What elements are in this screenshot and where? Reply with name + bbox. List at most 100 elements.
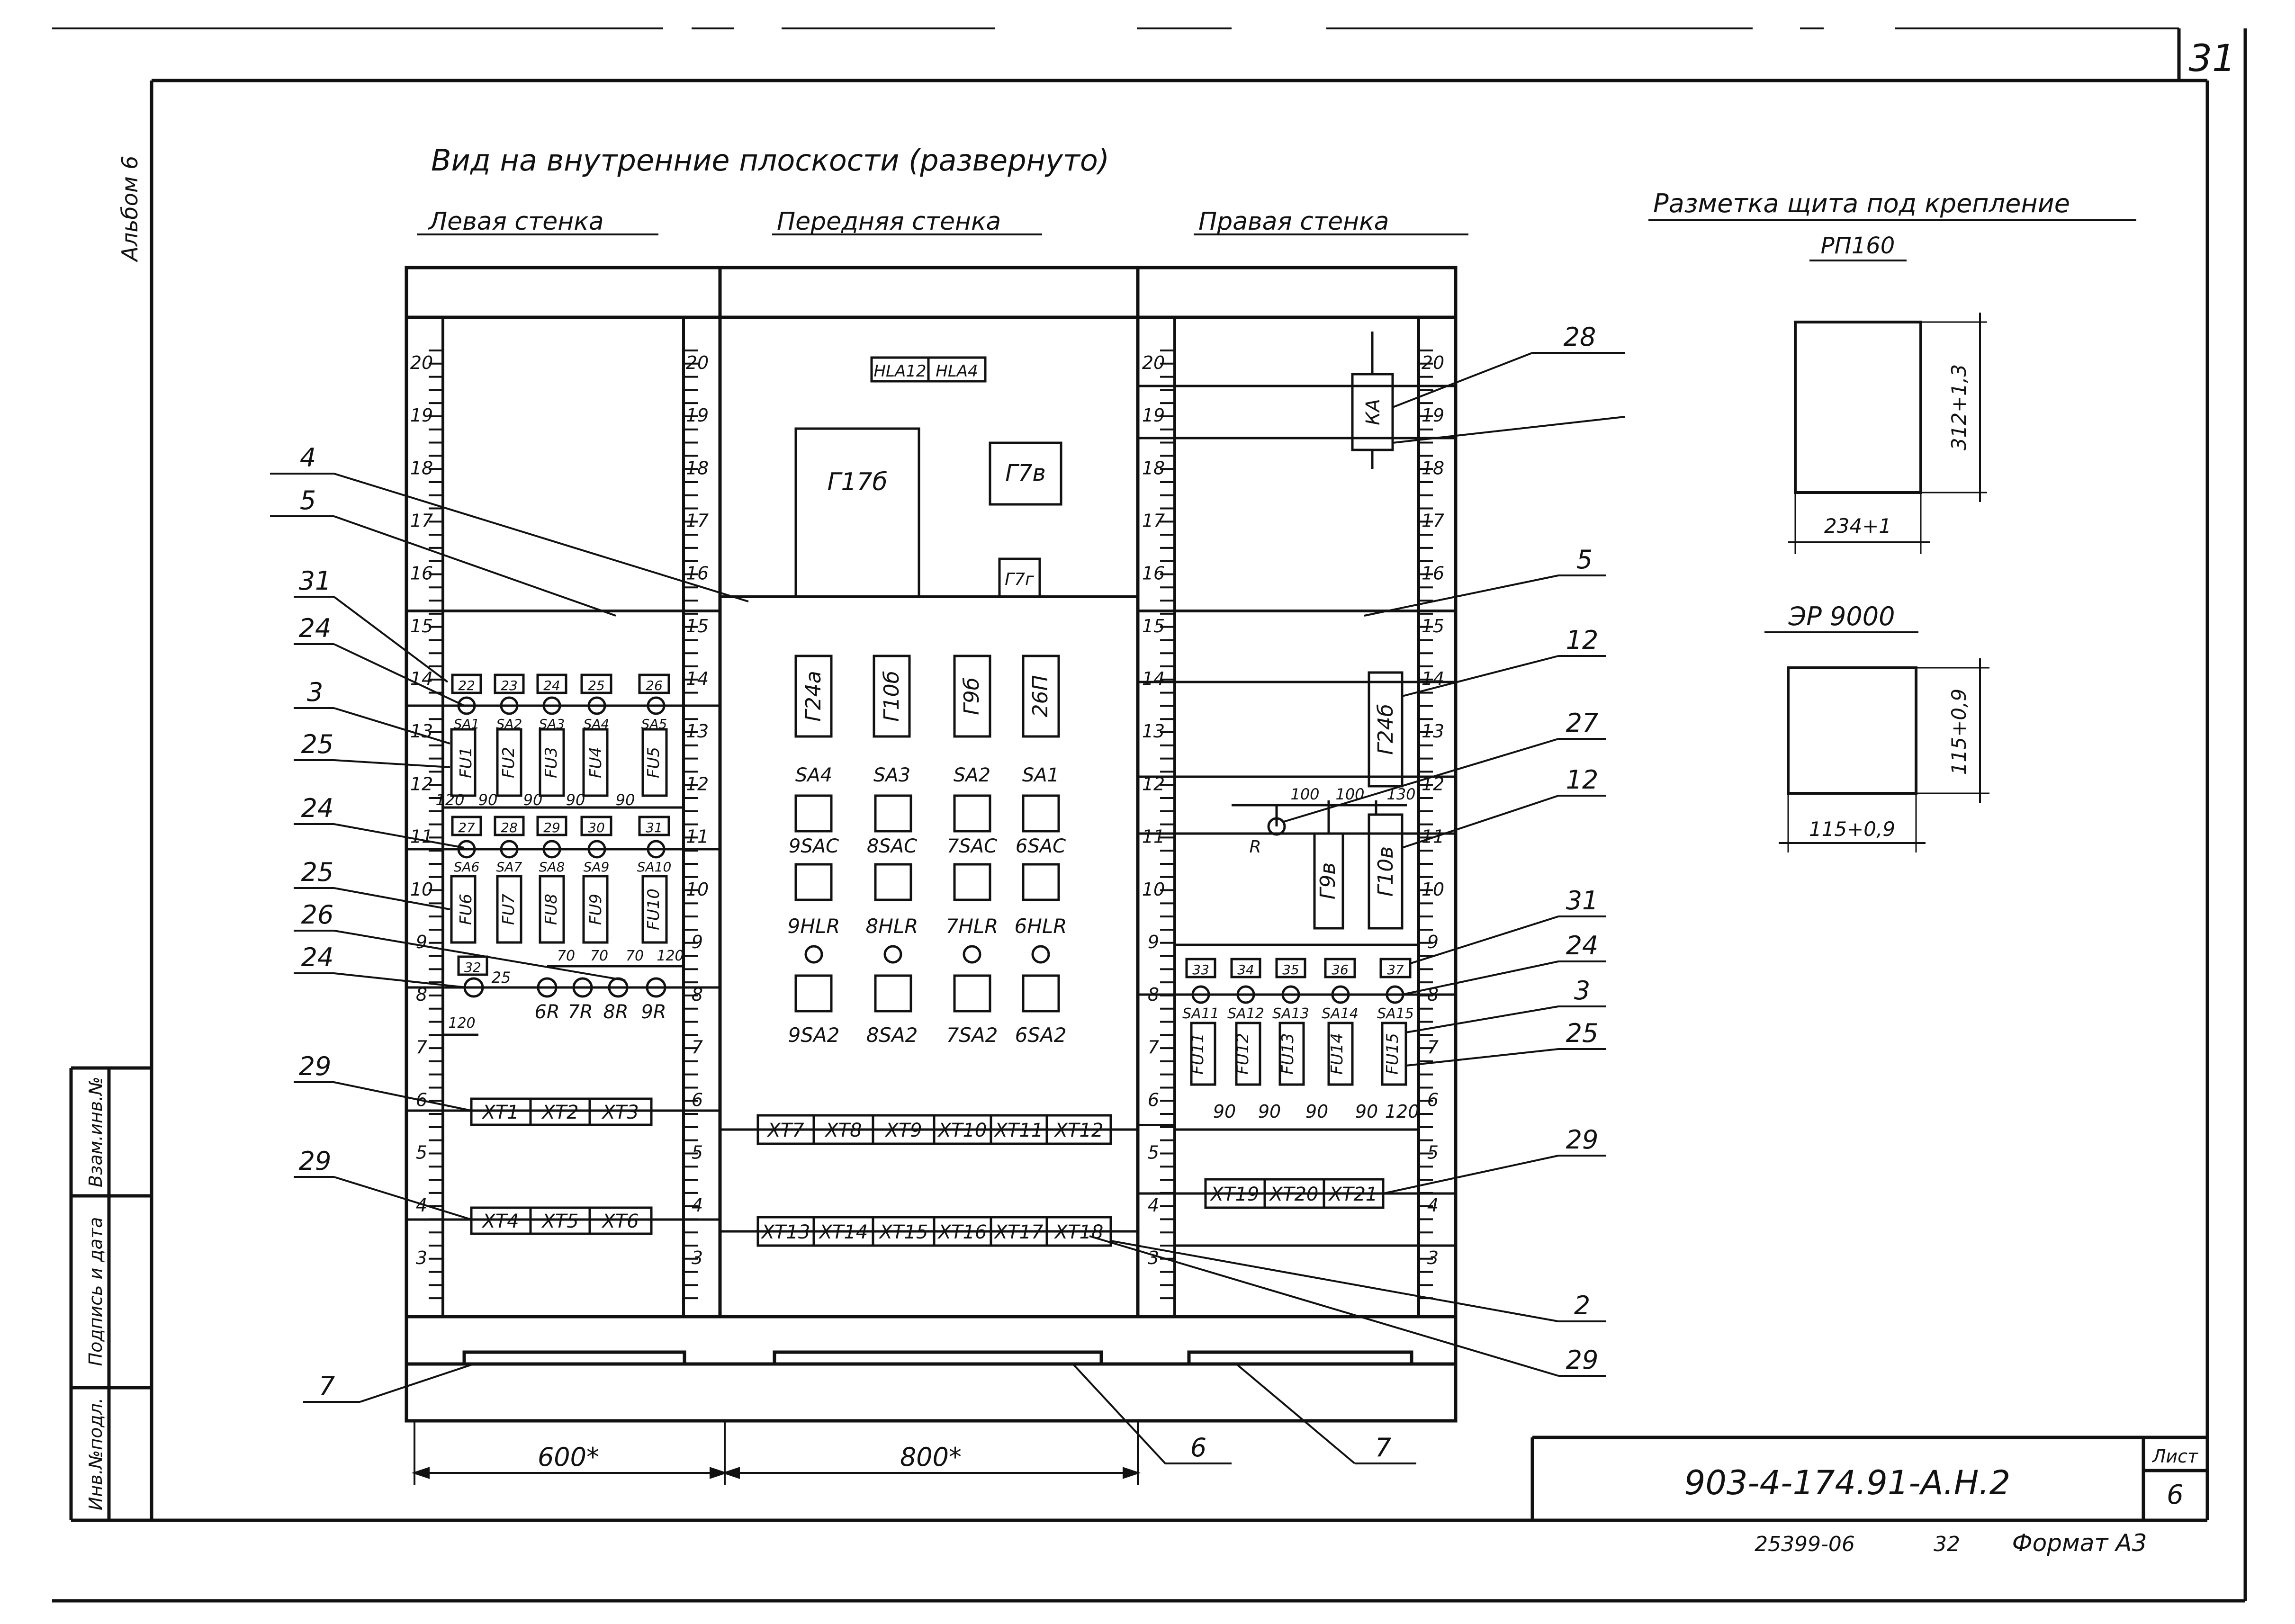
terminal-block-label: XT21	[1328, 1184, 1378, 1205]
footer-format: Формат А3	[2012, 1529, 2147, 1557]
left-dimension: 120	[435, 791, 464, 809]
right-switch-label: SA15	[1377, 1005, 1414, 1022]
left-fuse-label: FU2	[499, 747, 518, 778]
left-switch-label: SA8	[539, 859, 565, 875]
footer-code: 25399-06	[1755, 1532, 1855, 1556]
callout-number: 31	[1566, 886, 1599, 915]
scale-number: 11	[686, 826, 709, 847]
left-dimension: 90	[478, 791, 498, 809]
right-device-number: 37	[1387, 962, 1404, 978]
callout-number: 27	[1566, 708, 1599, 738]
front-sa2-label: 9SA2	[788, 1023, 840, 1047]
callout-number: 3	[1574, 976, 1590, 1005]
ka-relay-label: КА	[1362, 399, 1384, 425]
right-switch-label: SA12	[1227, 1005, 1264, 1022]
stamp-replacement-number: Взам.инв.№	[85, 1077, 106, 1187]
scale-number: 16	[410, 563, 433, 584]
front-sa2-label: 8SA2	[866, 1023, 918, 1047]
right-fuse-label: FU15	[1383, 1033, 1402, 1075]
left-switch-label: SA5	[641, 716, 667, 732]
left-wall-title: Левая стенка	[428, 207, 604, 236]
left-fuse-label: FU3	[542, 747, 561, 778]
rp160-label: РП160	[1821, 233, 1895, 259]
left-switch-label: SA4	[584, 716, 610, 732]
footer-page: 32	[1934, 1532, 1960, 1556]
dimension-800: 800*	[900, 1442, 962, 1472]
right-device-number: 34	[1237, 962, 1254, 978]
callout-number: 5	[1576, 545, 1593, 574]
right-dimension: 100	[1335, 785, 1364, 803]
scale-number: 4	[692, 1195, 703, 1216]
callout-number: 28	[1564, 322, 1596, 352]
scale-number: 4	[1148, 1195, 1159, 1216]
callout-number: 24	[299, 613, 332, 643]
scale-number: 19	[410, 405, 433, 426]
cabinet-outline	[405, 266, 1458, 1423]
terminal-block-label: XT8	[824, 1120, 862, 1141]
scale-number: 20	[1422, 352, 1444, 373]
front-sa2-label: 7SA2	[946, 1023, 998, 1047]
scale-number: 6	[692, 1089, 703, 1110]
scale-number: 16	[1142, 563, 1165, 584]
scale-number: 5	[416, 1142, 427, 1163]
scale-number: 13	[1142, 721, 1165, 742]
front-sac-label: 9SAC	[789, 835, 839, 857]
right-device-number: 35	[1282, 962, 1299, 978]
dimension-lines	[411, 1124, 1175, 1485]
scale-number: 13	[1422, 721, 1444, 742]
scale-number: 6	[1427, 1089, 1439, 1110]
scale-number: 9	[416, 932, 427, 952]
mounting-markings	[1779, 313, 1989, 852]
scale-number: 15	[1142, 616, 1165, 637]
scale-number: 14	[1142, 668, 1165, 689]
callout-number: 25	[301, 857, 334, 887]
left-fuse-label: FU9	[586, 894, 605, 925]
sheet-number: 6	[2167, 1480, 2184, 1510]
front-sac-label: 7SAC	[947, 835, 997, 857]
scale-number: 9	[1427, 932, 1439, 952]
callout-number: 4	[300, 443, 316, 473]
left-fuse-label: FU4	[586, 747, 605, 778]
scale-number: 18	[1422, 458, 1444, 478]
front-switch-label: SA4	[795, 764, 832, 786]
front-vertical-device: Г10б	[880, 671, 904, 722]
callout-number: 26	[301, 900, 334, 930]
right-wall-elements	[1138, 332, 1456, 1247]
front-wall-title: Передняя стенка	[777, 207, 1001, 236]
left-device-number: 32	[464, 960, 481, 975]
scale-number: 3	[1148, 1247, 1159, 1268]
callout-number: 29	[299, 1146, 332, 1176]
left-device-number: 29	[543, 820, 560, 835]
callout-number: 24	[301, 793, 334, 823]
scale-number: 11	[410, 826, 433, 847]
scale-number: 17	[1422, 511, 1444, 531]
scale-number: 3	[416, 1247, 427, 1268]
left-device-number: 27	[458, 820, 475, 835]
terminal-block-label: XT14	[819, 1221, 868, 1243]
main-title: Вид на внутренние плоскости (развернуто)	[431, 143, 1109, 178]
scale-number: 14	[686, 668, 709, 689]
right-wall-title: Правая стенка	[1198, 207, 1389, 236]
scale-number: 20	[686, 352, 709, 373]
callout-number: 24	[1566, 931, 1599, 960]
left-dimension: 90	[566, 791, 585, 809]
callout-number: 29	[1566, 1125, 1599, 1155]
terminal-block-label: XT1	[481, 1102, 519, 1123]
scale-number: 10	[410, 879, 433, 900]
rp160-width-dim: 234+1	[1824, 514, 1891, 538]
terminal-block-label: XT18	[1054, 1221, 1104, 1243]
stamp-signature-date: Подпись и дата	[85, 1217, 106, 1366]
front-switch-label: SA2	[954, 764, 990, 786]
hla4-label: HLA4	[936, 362, 978, 381]
dimension-600: 600*	[538, 1442, 599, 1472]
front-sac-label: 8SAC	[867, 835, 917, 857]
sheet-corner-number: 31	[2188, 37, 2235, 80]
right-dimension: 90	[1355, 1101, 1378, 1122]
callout-number: 31	[299, 566, 332, 596]
left-dimension: 70	[626, 948, 644, 964]
terminal-block-label: XT7	[766, 1120, 804, 1141]
scale-number: 10	[1142, 879, 1165, 900]
scale-number: 9	[692, 932, 703, 952]
left-device-number: 25	[588, 678, 605, 693]
g17b-label: Г17б	[827, 468, 887, 496]
